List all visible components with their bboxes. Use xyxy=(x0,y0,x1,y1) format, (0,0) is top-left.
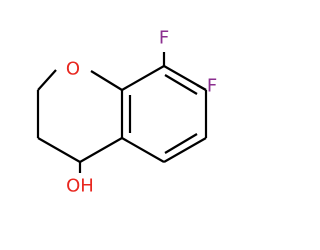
atom-oxygen-ring: O xyxy=(66,59,80,80)
double-bond-c6-c5 xyxy=(164,133,198,154)
molecule-structure: O F F OH xyxy=(36,28,217,197)
bond-c4-c4a xyxy=(79,137,123,163)
bond-c3-c4 xyxy=(37,137,81,163)
atom-fluorine-8: F xyxy=(159,28,169,49)
bond-o1-c2 xyxy=(37,69,57,91)
bond-c8a-c8 xyxy=(121,65,165,91)
bond-c6-c5 xyxy=(163,137,207,163)
bond-c7-f xyxy=(196,84,207,91)
bond-c5-c4a xyxy=(121,137,165,163)
atom-hydroxyl: OH xyxy=(66,176,94,197)
bond-c8a-o1 xyxy=(90,70,123,91)
double-bond-c8-c7 xyxy=(164,74,198,95)
atom-fluorine-7: F xyxy=(207,76,217,97)
